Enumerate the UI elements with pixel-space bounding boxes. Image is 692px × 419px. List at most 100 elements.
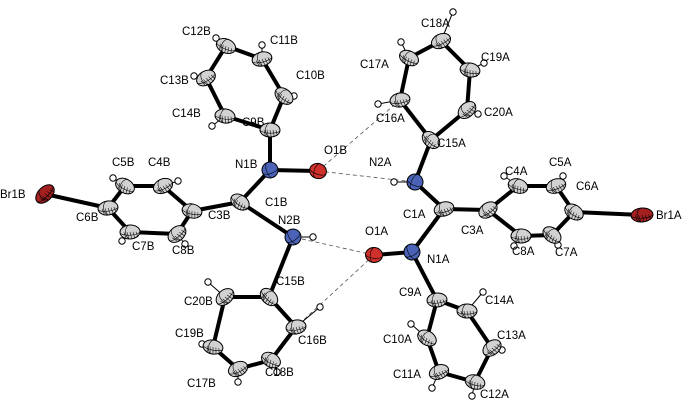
hydrogen-atom bbox=[480, 59, 488, 67]
ellipsoid-octant-shading bbox=[399, 99, 403, 107]
atom-label: C9A bbox=[399, 287, 422, 299]
ellipsoid-octant-shading bbox=[135, 231, 139, 238]
atom-label: C19A bbox=[481, 52, 510, 64]
atom-C8A bbox=[510, 228, 532, 244]
atom-C9B bbox=[259, 122, 281, 138]
ellipsoid-octant-shading bbox=[474, 381, 476, 390]
atom-label: C12A bbox=[480, 389, 509, 401]
atom-label: N2A bbox=[369, 157, 392, 169]
ellipsoid-principal-ellipse bbox=[228, 364, 248, 375]
ellipsoid-octant-shading bbox=[435, 43, 440, 49]
ellipsoid-octant-shading bbox=[468, 380, 470, 387]
ellipsoid-principal-ellipse bbox=[460, 104, 472, 117]
atom-label: C10A bbox=[383, 334, 412, 346]
atom-label: C7B bbox=[132, 241, 155, 253]
ellipsoid-octant-shading bbox=[295, 326, 299, 334]
ellipsoid-octant-shading bbox=[242, 205, 246, 211]
hydrogen-atom bbox=[500, 172, 508, 180]
ellipsoid-octant-shading bbox=[123, 232, 127, 238]
hydrogen-atom bbox=[181, 240, 189, 248]
atom-C16B bbox=[285, 319, 307, 335]
ellipsoid-principal-ellipse bbox=[257, 51, 264, 67]
ellipsoid-octant-shading bbox=[409, 59, 412, 67]
ellipsoid-octant-shading bbox=[298, 326, 302, 333]
atom-label: Br1B bbox=[0, 189, 26, 201]
ellipsoid-octant-shading bbox=[548, 234, 553, 242]
ellipsoid-principal-ellipse bbox=[217, 290, 234, 305]
ellipsoid-octant-shading bbox=[237, 201, 241, 209]
ellipsoid-octant-shading bbox=[113, 207, 117, 213]
ellipsoid-octant-shading bbox=[520, 235, 523, 244]
hydrogen-atom bbox=[449, 8, 457, 16]
ellipsoid-principal-ellipse bbox=[115, 181, 135, 192]
ellipsoid-octant-shading bbox=[232, 371, 237, 377]
atom-label: C19B bbox=[175, 328, 204, 340]
atom-label: C3A bbox=[461, 225, 484, 237]
ellipsoid-principal-ellipse bbox=[407, 178, 423, 187]
ellipsoid-octant-shading bbox=[440, 209, 445, 216]
ellipsoid-principal-ellipse bbox=[486, 342, 497, 355]
hydrogen-atom bbox=[428, 384, 436, 392]
ellipsoid-octant-shading bbox=[396, 100, 400, 107]
ellipsoid-octant-shading bbox=[107, 207, 111, 215]
ellipsoid-principal-ellipse bbox=[214, 114, 236, 120]
atom-N2B bbox=[284, 228, 302, 246]
hydrogen-atom bbox=[118, 237, 126, 245]
ellipsoid-principal-ellipse bbox=[462, 303, 468, 319]
atom-ellipsoid bbox=[403, 243, 421, 261]
bond-N2B-C15B bbox=[267, 235, 295, 299]
ellipsoid-principal-ellipse bbox=[265, 122, 271, 138]
atom-N1A bbox=[403, 243, 421, 261]
ellipsoid-octant-shading bbox=[558, 184, 563, 191]
ellipsoid-octant-shading bbox=[212, 346, 214, 355]
hydrogen-atom bbox=[212, 34, 220, 42]
ellipsoid-principal-ellipse bbox=[232, 362, 242, 376]
ellipsoid-octant-shading bbox=[283, 97, 287, 105]
ellipsoid-principal-ellipse bbox=[216, 41, 236, 52]
ellipsoid-octant-shading bbox=[232, 198, 236, 205]
hydrogen-atom bbox=[397, 38, 405, 46]
ellipsoid-octant-shading bbox=[224, 115, 226, 124]
ellipsoid-octant-shading bbox=[229, 292, 235, 297]
ellipsoid-octant-shading bbox=[517, 185, 519, 194]
ellipsoid-principal-ellipse bbox=[286, 232, 301, 243]
ellipsoid-octant-shading bbox=[221, 44, 224, 52]
ellipsoid-octant-shading bbox=[289, 327, 293, 334]
hydrogen-atom bbox=[109, 174, 117, 182]
ellipsoid-principal-ellipse bbox=[434, 206, 454, 214]
ellipsoid-octant-shading bbox=[237, 368, 243, 375]
ellipsoid-octant-shading bbox=[404, 56, 407, 64]
covalent-bond-layer bbox=[43, 39, 644, 384]
ellipsoid-principal-ellipse bbox=[38, 188, 51, 201]
atom-C6A bbox=[564, 203, 584, 221]
ellipsoid-octant-shading bbox=[240, 367, 246, 374]
atom-label: C3B bbox=[208, 210, 231, 222]
atom-C10B bbox=[274, 87, 294, 106]
ellipsoid-principal-ellipse bbox=[410, 174, 419, 190]
atom-Br1B bbox=[35, 184, 55, 204]
ellipsoid-octant-shading bbox=[185, 209, 187, 216]
hydrogen-atom bbox=[174, 177, 182, 185]
ellipsoid-octant-shading bbox=[561, 183, 566, 189]
ellipsoid-principal-ellipse bbox=[171, 228, 182, 241]
atom-C5A bbox=[545, 178, 567, 194]
ellipsoid-octant-shading bbox=[101, 208, 105, 215]
ellipsoid-octant-shading bbox=[220, 300, 226, 305]
ellipsoid-principal-ellipse bbox=[261, 355, 281, 366]
atom-label: C5A bbox=[549, 157, 572, 169]
ellipsoid-octant-shading bbox=[188, 210, 190, 218]
atom-label: C6B bbox=[76, 212, 99, 224]
ellipsoid-octant-shading bbox=[460, 310, 463, 317]
ellipsoid-octant-shading bbox=[234, 200, 238, 207]
ellipsoid-principal-ellipse bbox=[630, 214, 654, 219]
atom-O1A bbox=[365, 246, 383, 264]
ellipsoid-principal-ellipse bbox=[252, 56, 273, 64]
atom-N2A bbox=[406, 173, 424, 191]
ellipsoid-principal-ellipse bbox=[197, 72, 216, 84]
ellipsoid-octant-shading bbox=[441, 370, 446, 377]
ellipsoid-octant-shading bbox=[264, 58, 269, 65]
ellipsoid-octant-shading bbox=[494, 345, 500, 351]
ellipsoid-principal-ellipse bbox=[426, 299, 448, 304]
ellipsoid-octant-shading bbox=[496, 344, 502, 349]
atom-C14A bbox=[456, 303, 478, 319]
